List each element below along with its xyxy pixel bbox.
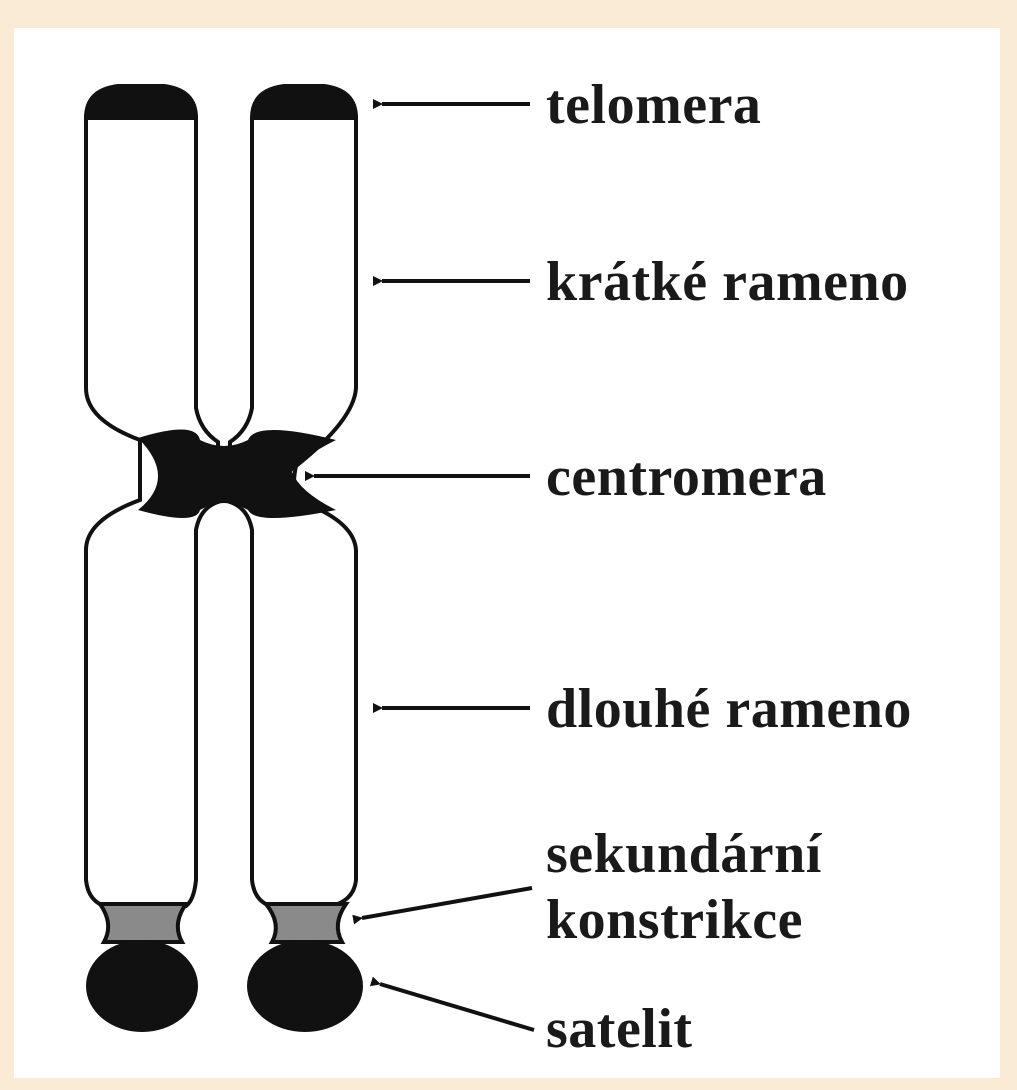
right-chromatid: [230, 86, 363, 1032]
secondary-constriction-label-line1: sekundární: [546, 823, 822, 885]
left-secondary-constriction: [100, 904, 186, 942]
right-satellite: [247, 940, 363, 1032]
secondary-constriction-arrow: [362, 888, 532, 918]
right-telomere: [252, 86, 356, 118]
satellite-label: satelit: [546, 998, 693, 1060]
left-telomere: [86, 86, 196, 118]
satellite-arrow: [380, 984, 534, 1030]
secondary-constriction-label-line2: konstrikce: [546, 889, 803, 951]
left-satellite: [86, 940, 198, 1032]
long-arm-label: dlouhé rameno: [546, 678, 912, 740]
right-secondary-constriction: [266, 904, 346, 942]
centromere-label: centromera: [546, 446, 827, 508]
telomere-label: telomera: [546, 74, 761, 136]
short-arm-label: krátké rameno: [546, 251, 909, 313]
left-chromatid: [86, 86, 218, 1032]
